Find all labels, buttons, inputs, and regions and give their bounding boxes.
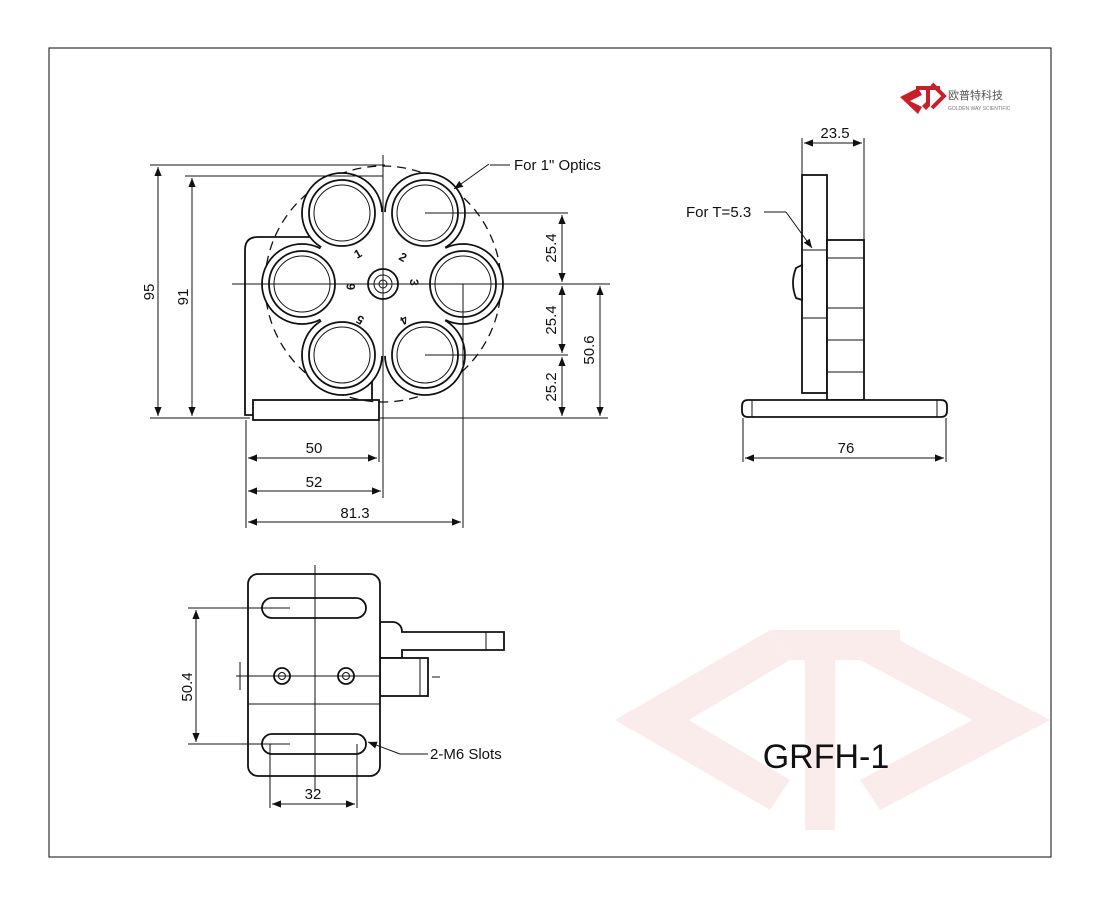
dim-spacing-upper: 25.4 xyxy=(543,233,560,262)
dim-slot-spacing: 50.4 xyxy=(179,672,196,701)
dim-side-thickness: 23.5 xyxy=(820,125,849,142)
bottom-knob xyxy=(379,657,429,697)
dim-width-81-3: 81.3 xyxy=(340,505,369,522)
drawing-border xyxy=(48,47,1052,858)
dim-width-52: 52 xyxy=(306,474,323,491)
side-view: 23.5 For T=5.3 76 xyxy=(686,125,948,462)
dim-spacing-middle: 25.4 xyxy=(543,305,560,334)
position-label-6: 6 xyxy=(344,283,358,290)
bottom-view: 50.4 32 2-M6 Slots xyxy=(179,565,505,808)
watermark-logo xyxy=(615,630,1050,830)
dim-spacing-lower: 25.2 xyxy=(543,372,560,401)
mount-foot xyxy=(252,399,380,421)
dim-slot-width: 32 xyxy=(305,786,322,803)
side-base-plate xyxy=(741,399,948,418)
dim-height-95: 95 xyxy=(141,284,158,301)
side-wheel-plate xyxy=(801,174,828,394)
model-name: GRFH-1 xyxy=(763,738,890,776)
dim-center-height: 50.6 xyxy=(581,335,598,364)
bottom-block xyxy=(247,573,381,777)
dim-width-50: 50 xyxy=(306,440,323,457)
bottom-arm xyxy=(379,621,505,659)
position-label-3: 3 xyxy=(407,279,421,286)
front-view: 1 2 3 4 5 6 For 1" Optics 95 91 25.4 xyxy=(141,155,610,528)
logo-name-en: GOLDEN WAY SCIENTIFIC xyxy=(948,106,1011,112)
note-thickness: For T=5.3 xyxy=(686,204,751,221)
note-slots: 2-M6 Slots xyxy=(430,746,502,763)
note-optics: For 1" Optics xyxy=(514,157,601,174)
dim-side-base-length: 76 xyxy=(838,440,855,457)
side-block xyxy=(826,239,865,401)
company-logo: 欧普特科技 GOLDEN WAY SCIENTIFIC xyxy=(900,82,1011,114)
logo-name-cn: 欧普特科技 xyxy=(948,88,1003,102)
dim-height-91: 91 xyxy=(175,289,192,306)
